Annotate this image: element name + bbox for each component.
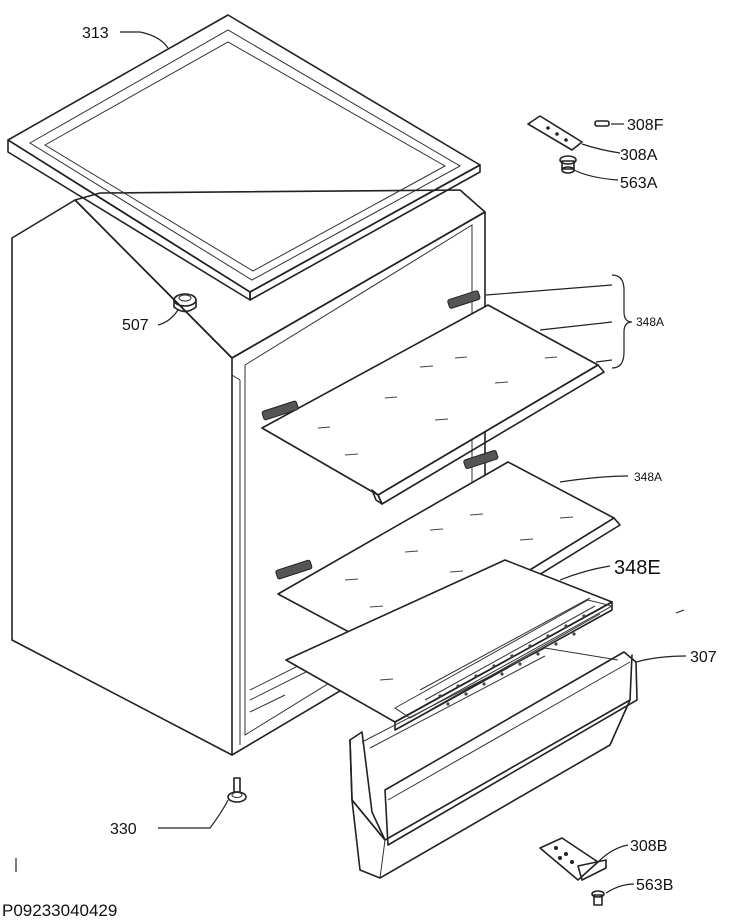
callout-348A-middle: 348A <box>634 470 662 484</box>
foot-330 <box>227 777 247 803</box>
callout-330: 330 <box>110 821 137 838</box>
callout-308F: 308F <box>627 117 664 134</box>
hinge-308A <box>527 115 583 151</box>
callout-563B: 563B <box>636 877 673 894</box>
bushing-563A <box>559 155 577 174</box>
crisper-drawer-307 <box>349 647 638 879</box>
callout-308A: 308A <box>620 147 658 164</box>
screw-563B <box>591 890 605 906</box>
button-507 <box>173 293 197 313</box>
callout-507: 507 <box>122 317 149 334</box>
callout-348A-top: 348A <box>636 315 664 329</box>
pin-308F <box>594 120 610 127</box>
callout-348E: 348E <box>614 557 661 579</box>
shelf-348A-upper <box>261 290 605 505</box>
drawing-code: P09233040429 <box>2 901 117 920</box>
cover-plate-348E <box>285 559 614 731</box>
leader-lines <box>15 31 687 894</box>
callout-307: 307 <box>690 649 717 666</box>
top-lid-313 <box>7 14 481 301</box>
callout-563A: 563A <box>620 175 658 192</box>
callout-313: 313 <box>82 25 109 42</box>
hinge-308B <box>539 837 607 881</box>
callout-308B: 308B <box>630 838 667 855</box>
